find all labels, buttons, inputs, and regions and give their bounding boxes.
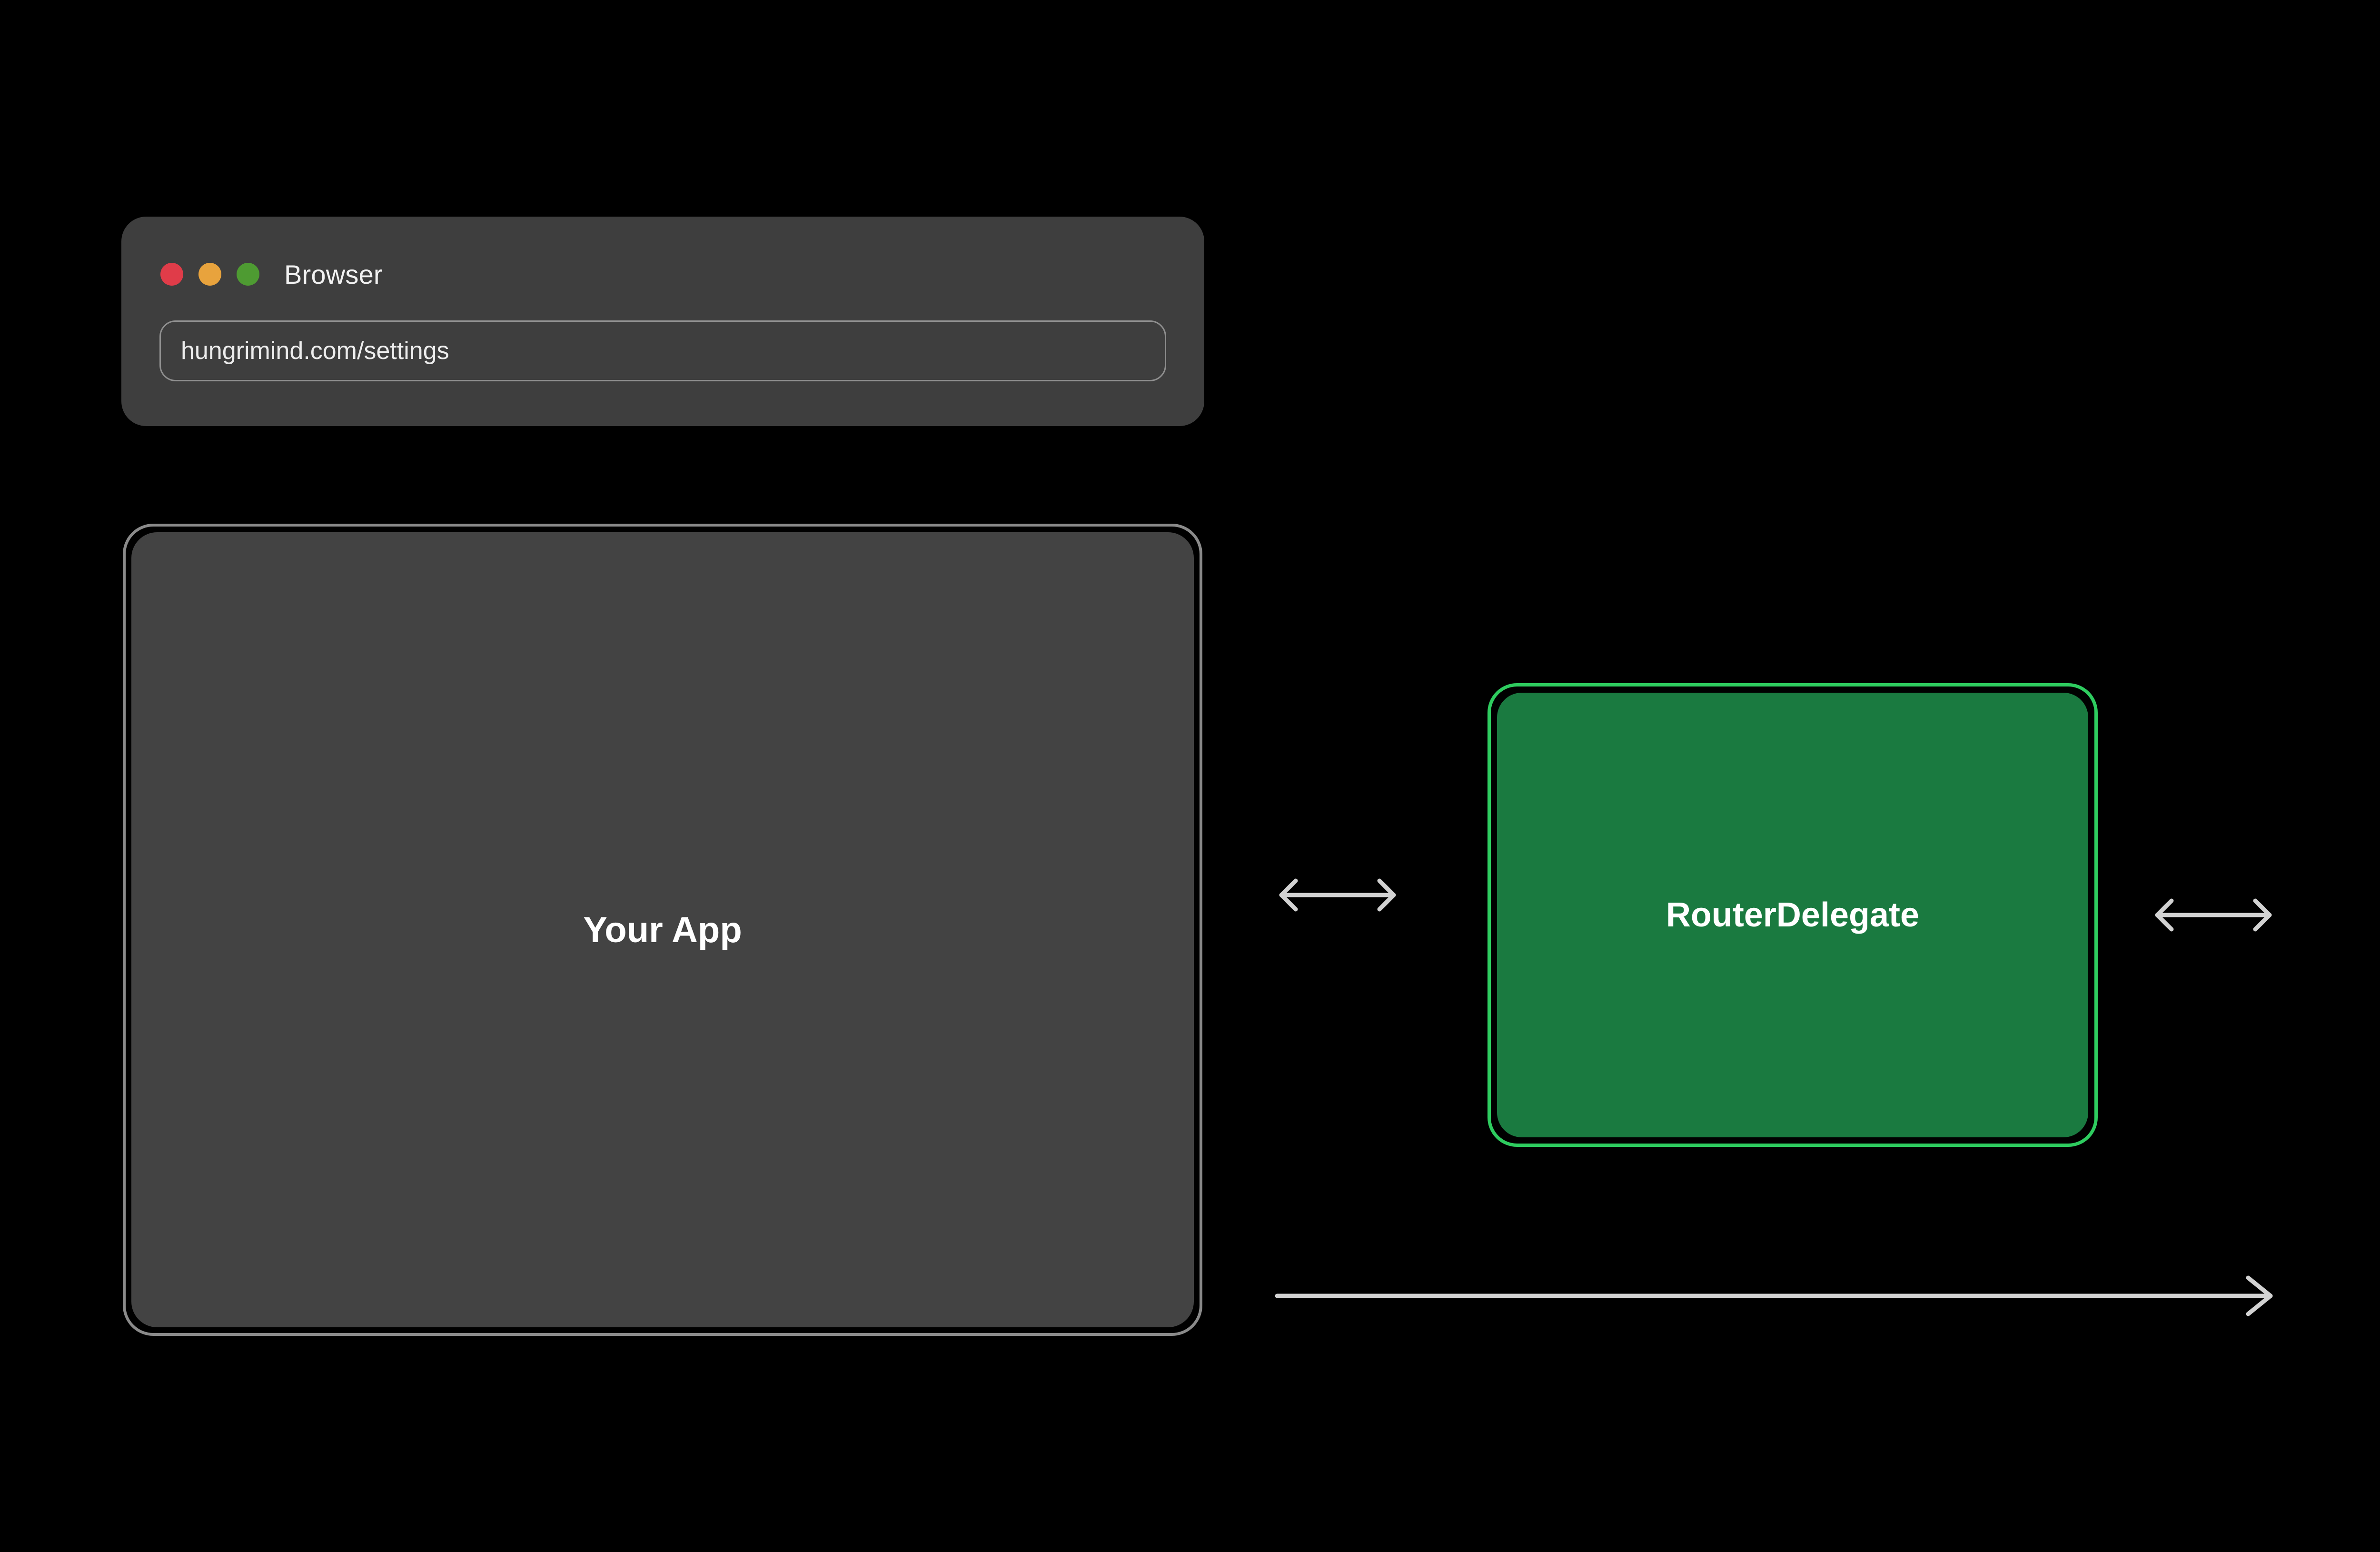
- router-delegate-label: RouterDelegate: [1666, 896, 1920, 934]
- arrow-app-state-icon: [1275, 1275, 2273, 1316]
- your-app-panel[interactable]: Your App: [123, 524, 1202, 1336]
- browser-window: Browser hungrimind.com/settings: [121, 217, 1204, 426]
- address-bar[interactable]: hungrimind.com/settings: [159, 320, 1166, 381]
- minimize-dot-icon[interactable]: [198, 263, 221, 286]
- arrow-router-state-icon: [2155, 898, 2272, 932]
- close-dot-icon[interactable]: [160, 263, 183, 286]
- browser-titlebar: Browser: [121, 254, 1204, 295]
- traffic-light-group: [160, 263, 259, 286]
- maximize-dot-icon[interactable]: [237, 263, 259, 286]
- router-delegate-panel[interactable]: RouterDelegate: [1488, 683, 2098, 1147]
- your-app-surface: Your App: [131, 532, 1194, 1327]
- your-app-label: Your App: [583, 909, 742, 950]
- arrow-app-router-icon: [1279, 878, 1396, 912]
- address-bar-value[interactable]: hungrimind.com/settings: [181, 337, 449, 365]
- router-delegate-surface: RouterDelegate: [1497, 693, 2088, 1137]
- browser-window-title: Browser: [284, 259, 383, 289]
